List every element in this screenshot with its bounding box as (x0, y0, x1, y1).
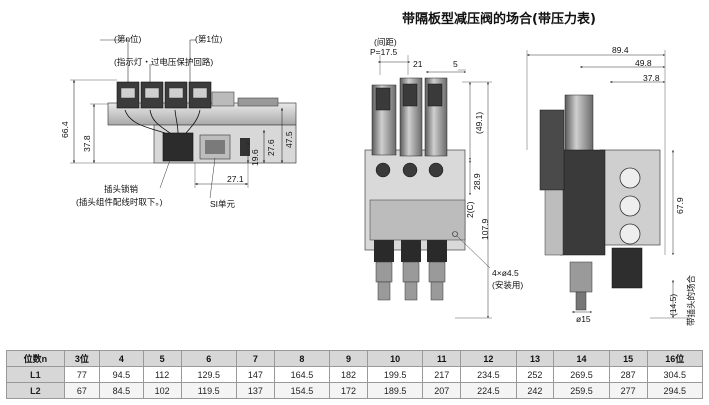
table-cell: 119.5 (180, 382, 237, 399)
table-cell: 172 (329, 382, 368, 399)
dim-49-8: 49.8 (635, 58, 652, 68)
right-side-view (526, 50, 690, 319)
page-title: 带隔板型减压阀的场合(带压力表) (402, 12, 596, 27)
table-cell: 189.5 (366, 382, 424, 399)
dim-37-8-right: 37.8 (643, 73, 660, 83)
station-header: 4 (99, 350, 144, 367)
connector-note-label: 带插头的场合 (686, 274, 696, 326)
table-cell: 277 (608, 382, 648, 399)
station-header: 12 (460, 350, 517, 367)
table-cell: 129.5 (180, 366, 237, 383)
table-cell: 112 (142, 366, 182, 383)
dim-21: 21 (413, 59, 423, 69)
dim-27-1: 27.1 (227, 174, 244, 184)
table-cell: 234.5 (460, 366, 517, 383)
station-n-label: (第n位) (114, 34, 142, 44)
dim-107-9: 107.9 (480, 218, 490, 240)
table-cell: 199.5 (366, 366, 424, 383)
dia-15-label: ø15 (576, 314, 591, 324)
dim-37-8-left: 37.8 (82, 135, 92, 152)
left-side-view (70, 39, 297, 199)
table-cell: 77 (63, 366, 101, 383)
pitch-value: P=17.5 (370, 47, 398, 57)
si-unit-label: SI单元 (210, 199, 236, 209)
station-header: 16位 (646, 350, 704, 367)
mount-note-label: (安装用) (492, 280, 524, 290)
dim-49-1: (49.1) (474, 111, 484, 134)
table-cell: 102 (142, 382, 182, 399)
table-cell: 67 (63, 382, 101, 399)
dim-19-6: 19.6 (250, 149, 260, 166)
station-header: 13 (515, 350, 555, 367)
table-cell: 154.5 (273, 382, 331, 399)
station-header: 7 (235, 350, 275, 367)
table-cell: 182 (329, 366, 368, 383)
station-header: 14 (553, 350, 610, 367)
table-cell: 137 (235, 382, 275, 399)
station-header: 10 (366, 350, 424, 367)
dim-27-6: 27.6 (266, 139, 276, 156)
dim-28-9: 28.9 (472, 173, 482, 190)
station-header: 11 (422, 350, 462, 367)
table-cell: 94.5 (99, 366, 144, 383)
table-header-row: 位数n 3位 4 5 6 7 8 9 10 11 12 13 14 15 16位 (6, 350, 704, 367)
mount-holes-label: 4×ø4.5 (492, 268, 519, 278)
station-header: 9 (329, 350, 368, 367)
station-header: 3位 (63, 350, 101, 367)
plug-lock-label: 插头锁销 (104, 184, 139, 194)
dim-66-4: 66.4 (60, 121, 70, 138)
table-row: L2 67 84.5 102 119.5 137 154.5 172 189.5… (6, 382, 704, 399)
row-label-l2: L2 (6, 382, 65, 399)
dim-14-5: (14.5) (668, 293, 678, 316)
station-header: 8 (273, 350, 331, 367)
table-cell: 217 (422, 366, 462, 383)
table-cell: 252 (515, 366, 555, 383)
pitch-label: (间距) (374, 37, 397, 47)
table-cell: 242 (515, 382, 555, 399)
plug-note-label: (插头组件配线时取下。) (76, 197, 163, 207)
table-cell: 84.5 (99, 382, 144, 399)
table-cell: 147 (235, 366, 275, 383)
technical-drawing (70, 39, 690, 319)
table-cell: 287 (608, 366, 648, 383)
station-1-label: (第1位) (195, 34, 223, 44)
dim-67-9: 67.9 (675, 197, 685, 214)
table-cell: 259.5 (553, 382, 610, 399)
dim-2c: 2(C) (465, 201, 475, 218)
table-cell: 164.5 (273, 366, 331, 383)
table-header-label: 位数n (6, 350, 65, 367)
center-front-view (364, 55, 492, 319)
dim-47-5: 47.5 (284, 131, 294, 148)
station-header: 5 (142, 350, 182, 367)
dimension-table: 位数n 3位 4 5 6 7 8 9 10 11 12 13 14 15 16位… (6, 350, 704, 399)
dim-89-4: 89.4 (612, 45, 629, 55)
table-cell: 224.5 (460, 382, 517, 399)
station-header: 6 (180, 350, 237, 367)
table-row: L1 77 94.5 112 129.5 147 164.5 182 199.5… (6, 366, 704, 383)
station-header: 15 (608, 350, 648, 367)
table-cell: 304.5 (646, 366, 704, 383)
table-cell: 269.5 (553, 366, 610, 383)
table-cell: 294.5 (646, 382, 704, 399)
dim-5: 5 (453, 59, 458, 69)
row-label-l1: L1 (6, 366, 65, 383)
indicator-note-label: (指示灯・过电压保护回路) (114, 57, 214, 67)
table-cell: 207 (422, 382, 462, 399)
